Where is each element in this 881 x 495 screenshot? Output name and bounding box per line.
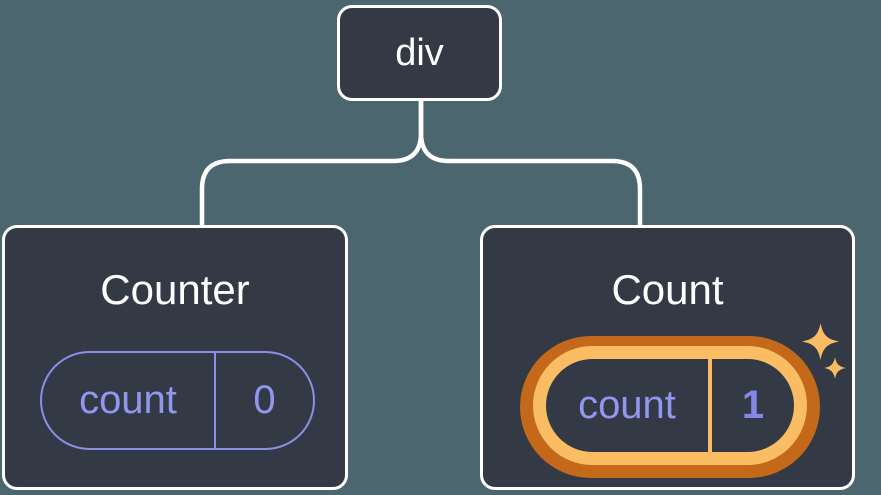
state-pill-divider [708, 359, 712, 452]
tree-node-counter: Counter count 0 [2, 225, 348, 490]
component-title: Counter [100, 266, 250, 313]
sparkle-icon [824, 357, 846, 379]
state-pill-count: count 1 [533, 346, 807, 465]
state-name-label: count [578, 383, 676, 427]
state-pill-divider [214, 353, 216, 448]
state-pill-counter: count 0 [40, 351, 315, 450]
state-pill-count-highlight: count 1 [520, 336, 820, 478]
sparkle-icon [802, 323, 839, 360]
state-value-label: 1 [741, 383, 765, 427]
connector-right-branch [418, 98, 643, 230]
connector-left-branch [199, 98, 424, 230]
component-title: Count [611, 266, 724, 313]
tree-node-count: Count count 1 [480, 225, 855, 490]
tree-node-div: div [337, 5, 502, 101]
state-value-label: 0 [253, 378, 276, 422]
state-name-label: count [79, 378, 177, 422]
tree-node-div-label: div [395, 31, 444, 74]
